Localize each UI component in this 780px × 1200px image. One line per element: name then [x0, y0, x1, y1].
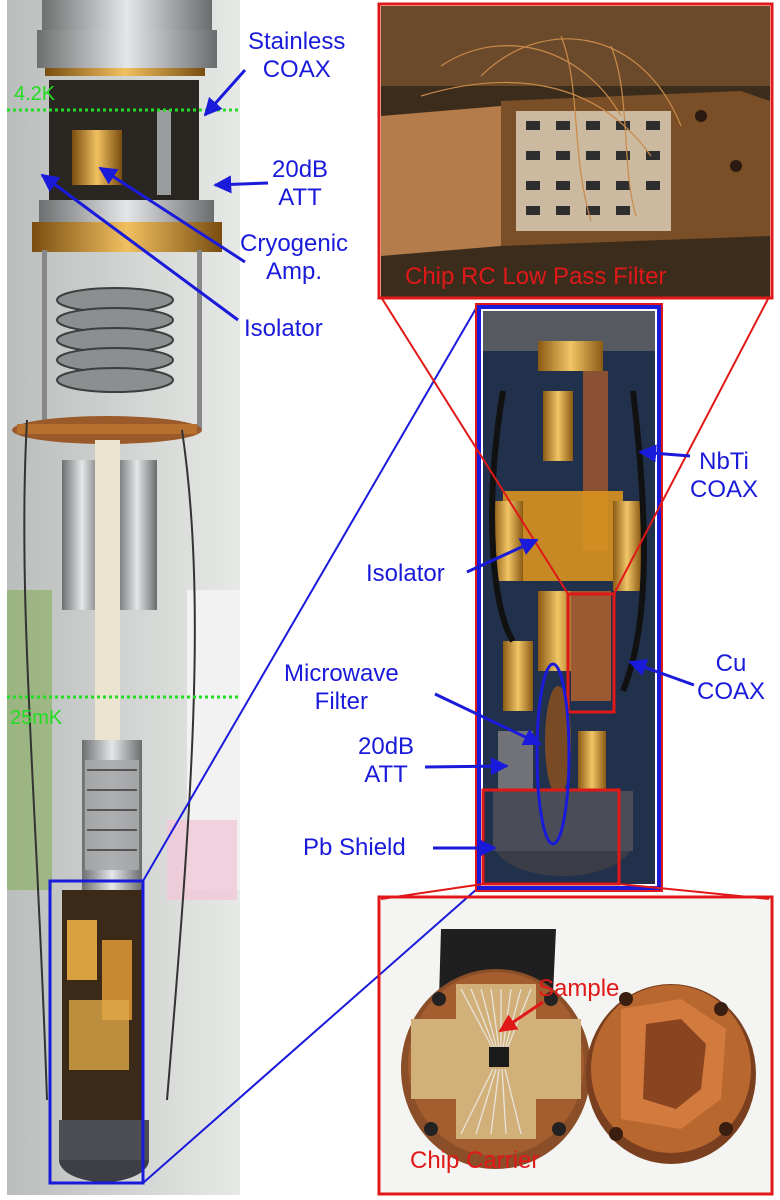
cryogenic-amp-label: Cryogenic Amp.: [240, 230, 349, 285]
temp-label-42k: 4.2K: [14, 83, 56, 105]
att-center-label: 20dB ATT: [358, 733, 415, 788]
cryostat-photo: [7, 0, 240, 1195]
rc-filter-illustration: [381, 6, 770, 297]
rc-filter-caption: Chip RC Low Pass Filter: [405, 263, 667, 290]
microwave-filter-label: Microwave Filter: [284, 660, 399, 715]
cu-coax-label: Cu COAX: [697, 650, 766, 705]
temp-label-25mk: 25mK: [10, 707, 63, 729]
att-top-label: 20dB ATT: [272, 156, 329, 211]
chip-carrier-caption: Chip Carrier: [410, 1147, 540, 1174]
pb-shield-label: Pb Shield: [303, 834, 406, 861]
cryostat-illustration: [7, 0, 240, 1195]
lower-stage-illustration: [483, 311, 655, 884]
sample-label: Sample: [538, 975, 620, 1002]
lower-stage-photo: [483, 311, 655, 884]
isolator-left-label: Isolator: [244, 315, 323, 342]
nbti-coax-label: NbTi COAX: [690, 448, 759, 503]
rc-filter-photo: [381, 6, 770, 297]
isolator-center-label: Isolator: [366, 560, 445, 587]
stainless-coax-label: Stainless COAX: [248, 28, 346, 83]
